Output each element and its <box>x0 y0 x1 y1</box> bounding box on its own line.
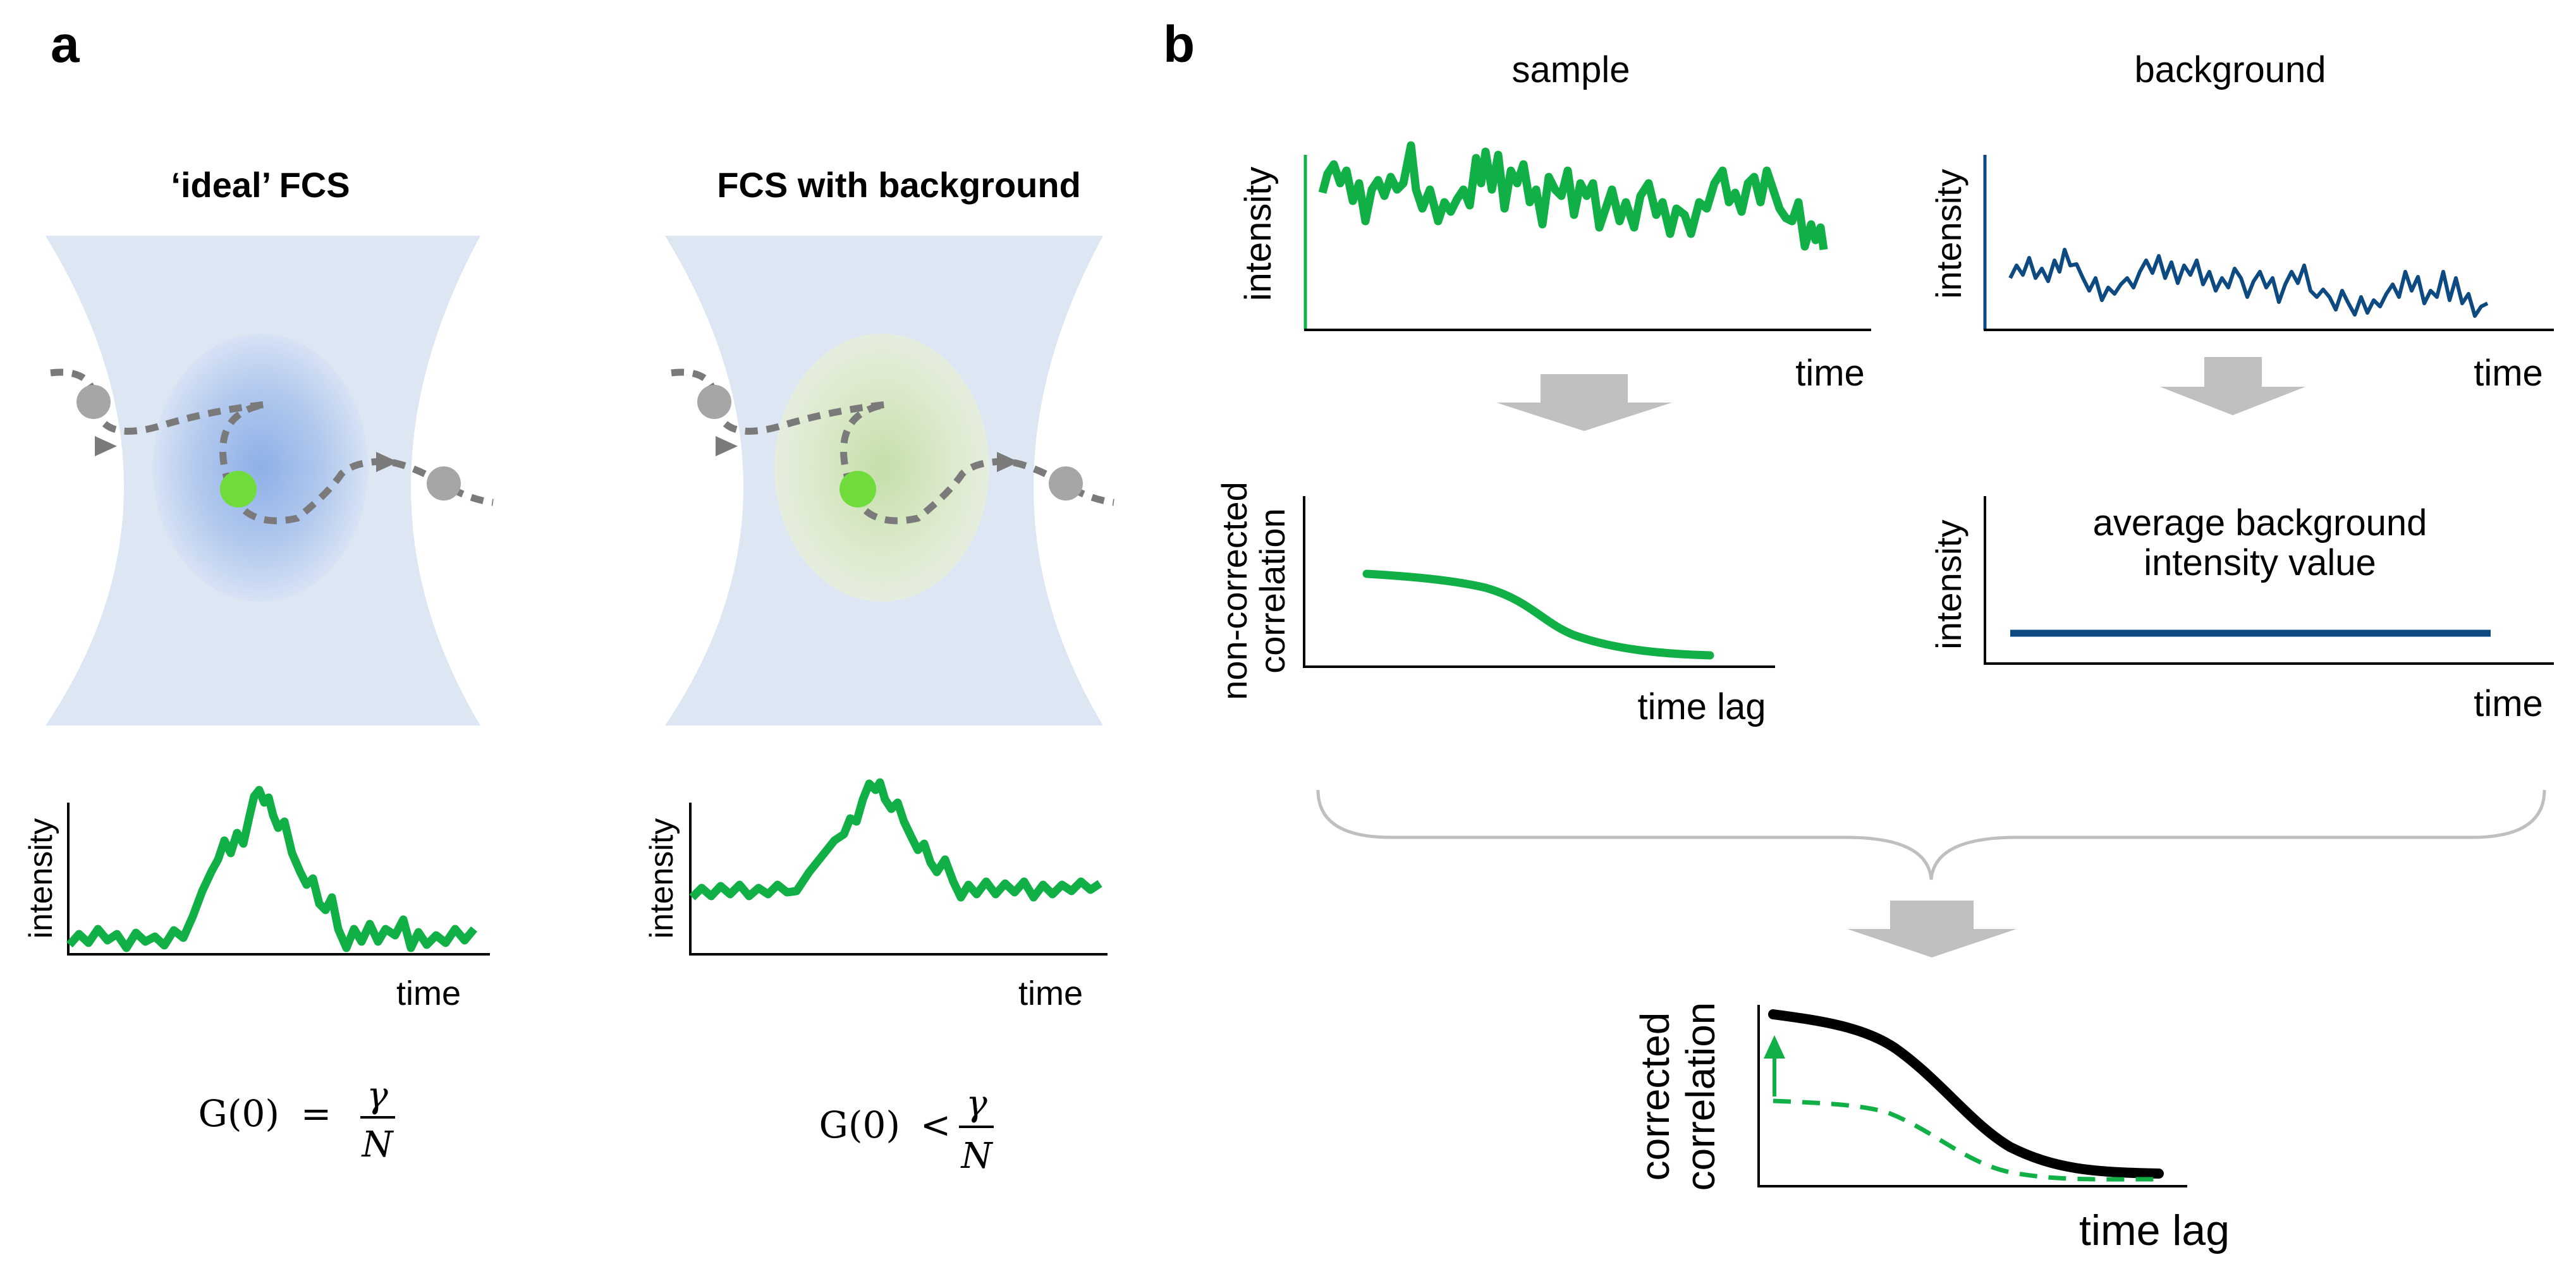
background-trace-ylabel: intensity <box>644 818 680 939</box>
background-trace-xlabel: time <box>1018 975 1083 1012</box>
background-avg-text-2: intensity value <box>2144 542 2376 583</box>
panel-a-letter: a <box>51 16 80 73</box>
corrected-xlabel: time lag <box>2079 1206 2230 1254</box>
background-formula-denominator: N <box>960 1136 994 1177</box>
sample-trace-xlabel: time <box>1795 353 1865 394</box>
ideal-formula-lhs: G(0) <box>198 1092 280 1135</box>
sample-correlation-ylabel-2: correlation <box>1252 508 1292 673</box>
combine-down-arrow <box>1847 901 2017 957</box>
correction-up-arrow-head <box>1764 1035 1785 1059</box>
corrected-ylabel-2: correlation <box>1678 1002 1723 1191</box>
ideal-particle-right <box>427 466 461 501</box>
ideal-focal-spot <box>153 334 368 602</box>
background-formula-numerator: γ <box>966 1083 987 1124</box>
background-particle-left <box>697 385 731 419</box>
ideal-fcs-title: ‘ideal’ FCS <box>171 165 350 205</box>
uncorrected-dashed-curve <box>1773 1098 2159 1182</box>
ideal-particle-left <box>76 385 111 419</box>
ideal-formula-numerator: γ <box>367 1075 388 1116</box>
corrected-ylabel-1: corrected <box>1632 1012 1678 1181</box>
sample-correlation-xlabel: time lag <box>1637 686 1766 727</box>
sample-header: sample <box>1512 49 1630 90</box>
ideal-formula-denominator: N <box>361 1124 394 1165</box>
corrected-panel: corrected correlation time lag <box>1632 1002 2230 1254</box>
sample-trace-line <box>1318 141 1828 251</box>
combine-brace <box>1316 789 2546 880</box>
background-focal-spot <box>774 334 989 602</box>
sample-trace-ylabel: intensity <box>1238 167 1279 301</box>
ideal-particle-center <box>220 471 257 507</box>
background-down-arrow <box>2160 357 2305 415</box>
corrected-curve <box>1768 1009 2164 1179</box>
sample-correlation-ylabel-1: non-corrected <box>1214 482 1254 700</box>
ideal-arrowhead-1 <box>95 436 117 456</box>
background-avg-xlabel: time <box>2474 683 2543 724</box>
background-arrowhead-2 <box>997 452 1019 472</box>
ideal-trace-xlabel: time <box>396 975 461 1012</box>
panel-b-letter: b <box>1163 16 1195 73</box>
background-trace-ylabel-b: intensity <box>1929 169 1969 298</box>
background-particle-right <box>1049 466 1083 501</box>
background-fcs-title: FCS with background <box>717 165 1081 205</box>
background-formula-lhs: G(0) <box>819 1103 901 1146</box>
background-arrowhead-1 <box>716 436 738 456</box>
background-trace-line <box>689 778 1102 902</box>
background-trace-line-b <box>2008 248 2489 318</box>
sample-correlation-curve <box>1362 569 1714 660</box>
background-avg-text-1: average background <box>2093 502 2427 543</box>
ideal-arrowhead-2 <box>376 452 398 472</box>
background-fcs-panel: FCS with background intensity time G(0) … <box>644 165 1114 1177</box>
background-particle-center <box>839 471 876 507</box>
background-header: background <box>2134 49 2326 90</box>
sample-down-arrow <box>1496 374 1672 431</box>
background-trace-xlabel-b: time <box>2474 353 2543 394</box>
background-column: background intensity time intensity aver… <box>1929 49 2554 724</box>
ideal-trace-ylabel: intensity <box>23 818 59 939</box>
ideal-trace-line <box>66 786 477 952</box>
ideal-formula-op: = <box>301 1092 332 1135</box>
ideal-fcs-panel: ‘ideal’ FCS intensity time G(0) = γ N <box>23 165 494 1165</box>
sample-column: sample intensity time non-corrected corr… <box>1214 49 1871 727</box>
background-avg-ylabel: intensity <box>1929 519 1969 649</box>
background-formula-op: < <box>920 1103 951 1146</box>
